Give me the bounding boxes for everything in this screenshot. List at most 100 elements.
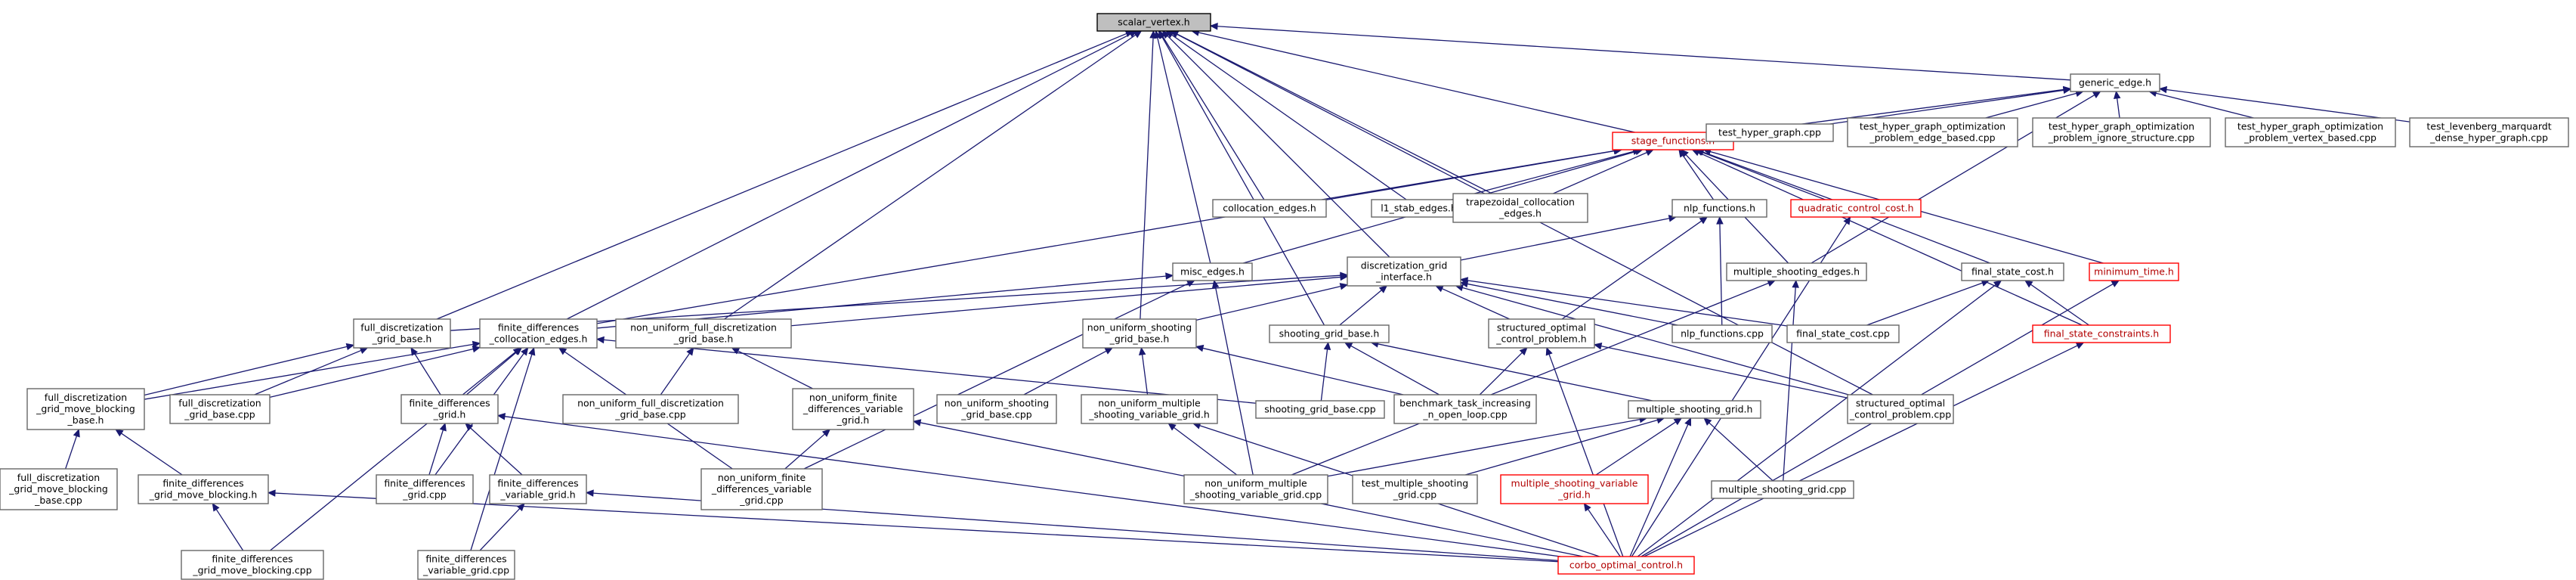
file-node-fd-grid-move-blocking-base-cpp[interactable]: full_discretization_grid_move_blocking_b…	[0, 468, 118, 510]
file-node-nu-ms-variable-grid-h[interactable]: non_uniform_multiple_shooting_variable_g…	[1081, 394, 1218, 424]
file-node-structured-ocp-h[interactable]: structured_optimal_control_problem.h	[1488, 318, 1595, 349]
arrowhead-benchmark_task-to-nu_shooting_grid_base_h	[1195, 344, 1205, 352]
file-node-quadratic-control-cost[interactable]: quadratic_control_cost.h	[1790, 199, 1922, 218]
node-label: test_hyper_graph_optimization	[2237, 121, 2383, 132]
edge-nu_ms_variable_grid_cpp-to-nu_ms_variable_grid_h	[1174, 426, 1238, 476]
file-node-ms-variable-grid-h[interactable]: multiple_shooting_variable_grid.h	[1500, 474, 1649, 504]
file-node-fd-grid-move-blocking-cpp[interactable]: finite_differences_grid_move_blocking.cp…	[181, 550, 324, 580]
file-node-nu-fdiff-variable-grid-cpp[interactable]: non_uniform_finite_differences_variable_…	[700, 468, 823, 510]
file-node-test-hg-opt-vertex[interactable]: test_hyper_graph_optimization_problem_ve…	[2225, 117, 2396, 147]
arrowhead-multiple_shooting_edges-to-stage_functions	[1681, 149, 1689, 158]
arrowhead-shooting_grid_base_h-to-discretization_grid_interface	[1378, 285, 1388, 293]
node-label: non_uniform_finite	[809, 392, 898, 403]
file-node-minimum-time[interactable]: minimum_time.h	[2089, 262, 2179, 281]
edge-shooting_grid_base_h-to-discretization_grid_interface	[1339, 290, 1382, 326]
file-node-fd-grid-move-blocking-base-h[interactable]: full_discretization_grid_move_blocking_b…	[26, 388, 145, 430]
edge-shooting_grid_base_cpp-to-fd_collocation_edges	[603, 339, 1257, 404]
edge-structured_ocp_cpp-to-discretization_grid_interface	[1462, 287, 1849, 395]
file-node-nu-shooting-grid-base-h[interactable]: non_uniform_shooting_grid_base.h	[1082, 318, 1197, 349]
file-node-nu-fdiff-variable-grid-h[interactable]: non_uniform_finite_differences_variable_…	[792, 388, 914, 430]
file-node-test-hg-opt-edge[interactable]: test_hyper_graph_optimization_problem_ed…	[1847, 117, 2018, 147]
node-label: finite_differences	[497, 478, 578, 489]
edge-corbo_optimal_control-to-final_state_constraints	[1644, 345, 2078, 557]
node-box	[1726, 262, 1867, 281]
edge-l1_stab_edges-to-scalar_vertex	[1171, 34, 1407, 200]
file-node-structured-ocp-cpp[interactable]: structured_optimal_control_problem.cpp	[1847, 394, 1954, 424]
arrowhead-corbo_optimal_control-to-fd_grid_move_blocking_h	[267, 489, 276, 497]
file-node-fdiff-variable-grid-cpp[interactable]: finite_differences_variable_grid.cpp	[417, 550, 515, 580]
arrowhead-fd_grid_move_blocking_cpp-to-fd_collocation_edges	[512, 347, 521, 355]
file-node-final-state-constraints[interactable]: final_state_constraints.h	[2032, 324, 2171, 343]
file-node-collocation-edges[interactable]: collocation_edges.h	[1212, 199, 1327, 218]
edge-nlp_functions_h-to-stage_functions	[1682, 155, 1715, 200]
file-node-fd-grid-move-blocking-h[interactable]: finite_differences_grid_move_blocking.h	[138, 474, 269, 504]
edge-collocation_edges-to-scalar_vertex	[1162, 36, 1265, 200]
file-node-full-discretization-grid-base-h[interactable]: full_discretization_grid_base.h	[353, 318, 451, 349]
node-label: _grid.cpp	[402, 489, 447, 501]
file-node-nu-shooting-grid-base-cpp[interactable]: non_uniform_shooting_grid_base.cpp	[936, 394, 1057, 424]
file-node-nu-full-disc-grid-base-h[interactable]: non_uniform_full_discretization_grid_bas…	[615, 318, 792, 349]
edge-multiple_shooting_grid_h-to-shooting_grid_base_h	[1378, 343, 1653, 402]
file-node-fdiff-variable-grid-h[interactable]: finite_differences_variable_grid.h	[489, 474, 587, 504]
file-node-nlp-functions-cpp[interactable]: nlp_functions.cpp	[1671, 324, 1773, 343]
node-label: scalar_vertex.h	[1118, 17, 1189, 28]
file-node-test-ms-grid[interactable]: test_multiple_shooting_grid.cpp	[1352, 474, 1478, 504]
file-node-shooting-grid-base-cpp[interactable]: shooting_grid_base.cpp	[1255, 400, 1385, 419]
arrowhead-fd_collocation_edges-to-misc_edges	[1165, 272, 1174, 280]
file-node-fdiff-grid-h[interactable]: finite_differences_grid.h	[400, 394, 499, 424]
node-box	[1352, 474, 1478, 504]
edge-trapezoidal_collocation_edges-to-stage_functions	[1553, 152, 1647, 194]
arrowhead-corbo_optimal_control-to-final_state_constraints	[2075, 342, 2085, 349]
file-node-fd-collocation-edges[interactable]: finite_differences_collocation_edges.h	[479, 318, 598, 349]
file-node-benchmark-task[interactable]: benchmark_task_increasing_n_open_loop.cp…	[1393, 394, 1537, 424]
node-box	[2032, 324, 2171, 343]
file-node-corbo-optimal-control[interactable]: corbo_optimal_control.h	[1557, 556, 1695, 575]
edge-structured_ocp_h-to-discretization_grid_interface	[1442, 288, 1511, 320]
file-node-fdiff-grid-cpp[interactable]: finite_differences_grid.cpp	[376, 474, 474, 504]
node-box	[1711, 480, 1854, 499]
file-node-shooting-grid-base-h[interactable]: shooting_grid_base.h	[1269, 324, 1390, 343]
file-node-multiple-shooting-grid-h[interactable]: multiple_shooting_grid.h	[1628, 400, 1761, 419]
arrowhead-structured_ocp_cpp-to-structured_ocp_h	[1593, 343, 1603, 350]
arrowhead-fdiff_grid_cpp-to-fdiff_grid_h	[439, 422, 447, 432]
file-node-multiple-shooting-edges[interactable]: multiple_shooting_edges.h	[1726, 262, 1867, 281]
file-node-full-disc-grid-base-cpp[interactable]: full_discretization_grid_base.cpp	[169, 394, 271, 424]
node-label: test_hyper_graph.cpp	[1718, 127, 1821, 138]
file-node-final-state-cost-h[interactable]: final_state_cost.h	[1961, 262, 2064, 281]
arrowhead-corbo_optimal_control-to-minimum_time	[2111, 280, 2120, 287]
file-node-stage-functions[interactable]: stage_functions.h	[1612, 132, 1734, 150]
arrowhead-corbo_optimal_control-to-structured_ocp_h	[1545, 346, 1553, 356]
edge-fd_grid_move_blocking_base_h-to-full_discretization_grid_base_h	[144, 346, 348, 396]
edge-nu_shooting_grid_base_h-to-scalar_vertex	[1140, 37, 1154, 320]
file-node-misc-edges[interactable]: misc_edges.h	[1172, 262, 1253, 281]
file-node-test-lm-dense[interactable]: test_levenberg_marquardt_dense_hyper_gra…	[2409, 117, 2569, 147]
node-label: l1_stab_edges.h	[1381, 203, 1457, 214]
file-node-nu-full-disc-grid-base-cpp[interactable]: non_uniform_full_discretization_grid_bas…	[562, 394, 739, 424]
node-box	[2089, 262, 2179, 281]
file-node-l1-stab-edges[interactable]: l1_stab_edges.h	[1371, 199, 1467, 218]
arrowhead-nlp_functions_cpp-to-nlp_functions_h	[1716, 216, 1724, 225]
node-label: discretization_grid	[1361, 260, 1448, 271]
edge-fdiff_variable_grid_h-to-fdiff_grid_h	[470, 427, 523, 476]
file-node-test-hg-opt-ignore[interactable]: test_hyper_graph_optimization_problem_ig…	[2032, 117, 2211, 147]
file-node-test-hyper-graph[interactable]: test_hyper_graph.cpp	[1705, 123, 1834, 142]
node-box	[417, 550, 515, 580]
edge-nu_ms_variable_grid_cpp-to-misc_edges	[1214, 287, 1254, 476]
edge-l1_stab_edges-to-stage_functions	[1451, 150, 1634, 200]
file-node-multiple-shooting-grid-cpp[interactable]: multiple_shooting_grid.cpp	[1711, 480, 1854, 499]
node-label: structured_optimal	[1497, 322, 1586, 333]
arrowhead-nu_full_disc_grid_base_cpp-to-nu_full_disc_grid_base_h	[686, 346, 694, 356]
file-node-trapezoidal-collocation-edges[interactable]: trapezoidal_collocation_edges.h	[1452, 193, 1588, 223]
file-node-nu-ms-variable-grid-cpp[interactable]: non_uniform_multiple_shooting_variable_g…	[1183, 474, 1328, 504]
file-node-generic-edge[interactable]: generic_edge.h	[2070, 73, 2160, 92]
node-label: trapezoidal_collocation	[1466, 197, 1575, 208]
file-node-nlp-functions-h[interactable]: nlp_functions.h	[1671, 199, 1767, 218]
node-label: non_uniform_multiple	[1098, 398, 1201, 409]
file-node-discretization-grid-interface[interactable]: discretization_grid_interface.h	[1347, 256, 1461, 287]
file-node-final-state-cost-cpp[interactable]: final_state_cost.cpp	[1786, 324, 1900, 343]
node-label: _control_problem.h	[1495, 333, 1586, 345]
arrowhead-benchmark_task-to-shooting_grid_base_h	[1344, 342, 1353, 349]
node-box	[489, 474, 587, 504]
edge-fd_grid_move_blocking_cpp-to-fd_grid_move_blocking_h	[215, 509, 244, 551]
file-node-scalar-vertex[interactable]: scalar_vertex.h	[1096, 13, 1211, 32]
